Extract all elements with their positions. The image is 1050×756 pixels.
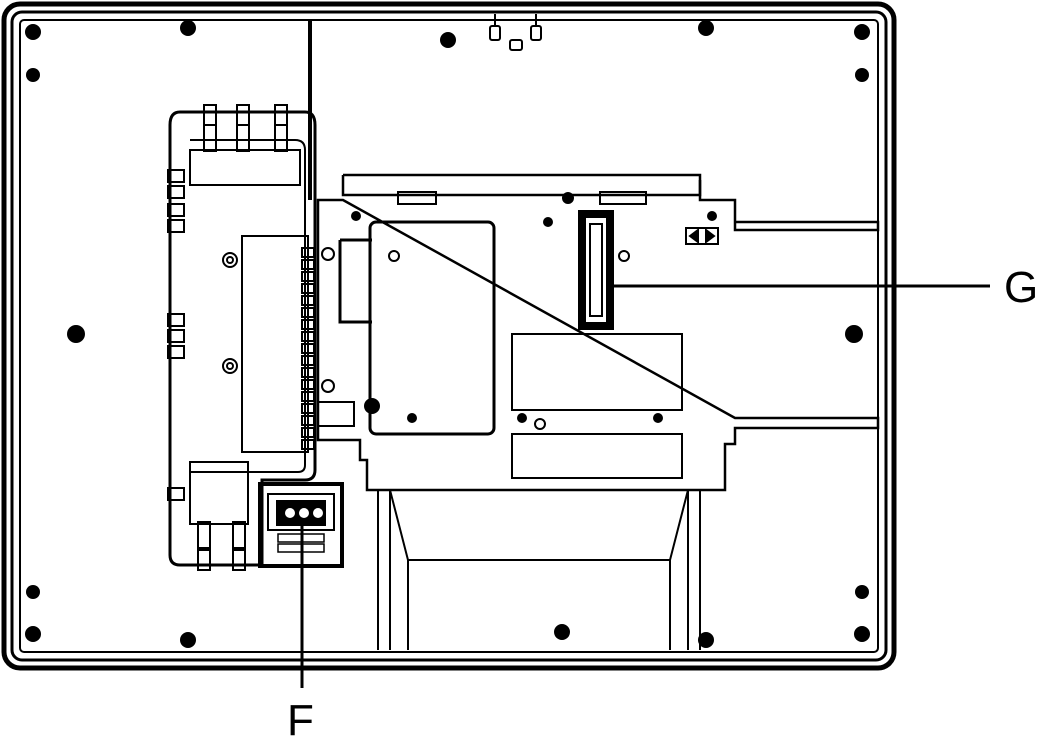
heatsink-fin	[301, 283, 315, 294]
heatsink-fin	[301, 271, 315, 282]
main-board	[316, 173, 880, 492]
heatsink-fin	[301, 319, 315, 330]
mounting-screws	[25, 20, 870, 648]
heatsink-fin	[301, 259, 315, 270]
heatsink-fin	[301, 439, 315, 450]
heatsink-fin	[301, 331, 315, 342]
housing-frame	[1, 1, 897, 671]
heatsink-fins	[301, 247, 315, 450]
heatsink-fin	[301, 379, 315, 390]
heatsink-fin	[301, 307, 315, 318]
board-screws	[321, 192, 717, 430]
heatsink-fin	[301, 295, 315, 306]
board-connectors	[397, 191, 719, 245]
heatsink-fin	[301, 247, 315, 258]
heatsink-fin	[301, 415, 315, 426]
stand-bracket	[377, 489, 701, 650]
module-tabs	[167, 104, 288, 571]
heatsink-fin	[301, 355, 315, 366]
heatsink-fin	[301, 367, 315, 378]
module-screws	[222, 252, 238, 374]
heatsink-fin	[301, 403, 315, 414]
callout-label-f: F	[287, 696, 314, 745]
left-module	[168, 110, 317, 567]
callout-label-g: G	[1004, 263, 1038, 312]
top-connectors	[489, 14, 542, 51]
heatsink-fin	[301, 343, 315, 354]
expansion-slot	[578, 210, 614, 330]
heatsink-fin	[301, 391, 315, 402]
heatsink-fin	[301, 427, 315, 438]
